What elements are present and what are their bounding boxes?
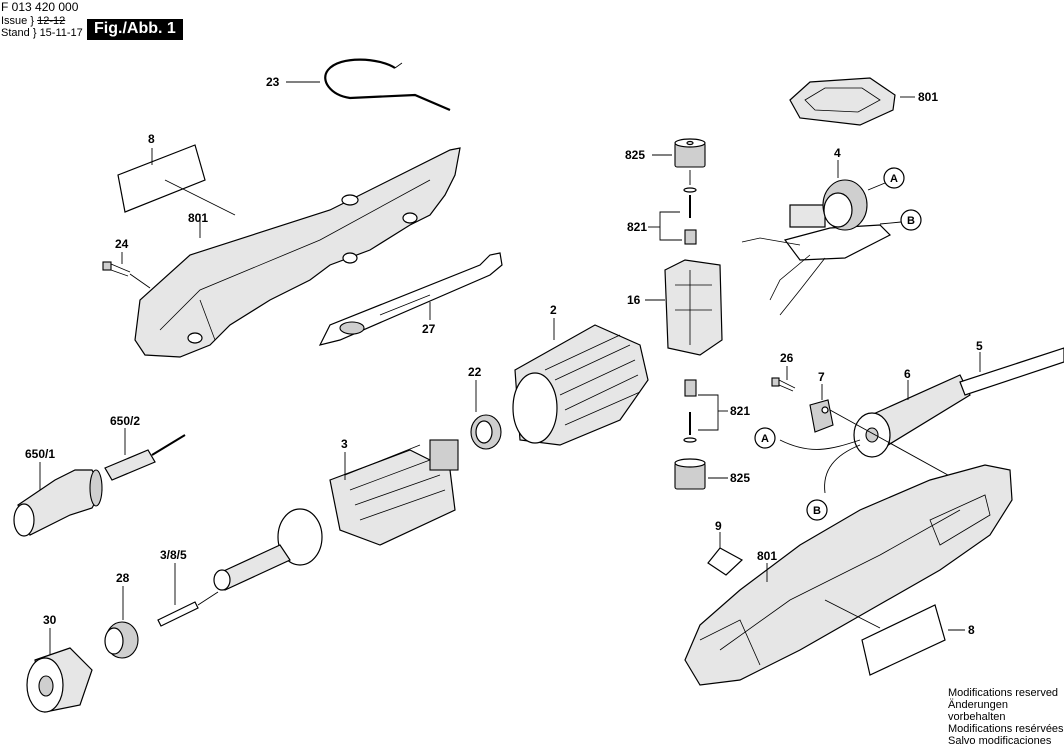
callout-26: 26 xyxy=(780,351,794,365)
note-es: Salvo modificaciones xyxy=(948,735,1052,747)
connector-b-switch xyxy=(900,209,922,231)
connector-a-switch xyxy=(883,167,905,189)
part-2-stator xyxy=(512,324,649,446)
callout-3-8-5: 3/8/5 xyxy=(160,548,187,562)
connector-a-switch-label: A xyxy=(890,173,898,185)
bracket-821-top xyxy=(659,211,682,241)
callout-801-cap: 801 xyxy=(918,90,938,104)
callout-8-right: 8 xyxy=(968,623,975,637)
callout-2: 2 xyxy=(550,303,557,317)
callout-650-1: 650/1 xyxy=(25,447,55,461)
stand-label: Stand xyxy=(1,27,30,39)
part-4-switch-assembly xyxy=(741,179,892,316)
callout-7: 7 xyxy=(818,370,825,384)
part-23-wire-clip xyxy=(324,58,451,112)
stand-value: 15-11-17 xyxy=(39,27,83,39)
callout-5: 5 xyxy=(976,339,983,353)
issue-label: Issue xyxy=(1,15,28,27)
callout-3: 3 xyxy=(341,437,348,451)
callout-30: 30 xyxy=(43,613,57,627)
part-7-cable-clamp xyxy=(809,399,834,433)
bracket-821-bottom xyxy=(698,394,719,431)
callout-801-right: 801 xyxy=(757,549,777,563)
stand-row: Stand } 15-11-17 xyxy=(1,27,83,39)
connector-a-cable xyxy=(754,427,776,449)
modifications-notice: Modifications reserved Änderungen vorbeh… xyxy=(948,687,1064,747)
part-16-brush-holder xyxy=(664,259,723,356)
part-8-label-left xyxy=(117,144,206,213)
callout-28: 28 xyxy=(116,571,130,585)
part-26-screw xyxy=(771,377,796,392)
part-24-screw xyxy=(102,261,131,277)
part-650-2-pin xyxy=(104,434,186,481)
spring-washer xyxy=(683,187,697,193)
part-28-collet-nut xyxy=(104,621,139,659)
brace: } xyxy=(32,27,37,39)
callout-16: 16 xyxy=(627,293,641,307)
callout-4: 4 xyxy=(834,146,841,160)
carbon-brush-top xyxy=(684,229,697,245)
connector-b-cable xyxy=(806,499,828,521)
callout-9: 9 xyxy=(715,519,722,533)
wire-a xyxy=(779,439,861,450)
leader-b-switch xyxy=(879,221,902,225)
part-30-end-cap xyxy=(26,647,93,713)
part-8-label-right xyxy=(861,604,946,676)
spring-washer-bottom xyxy=(683,437,697,443)
part-825-brush-cap-top xyxy=(674,138,706,168)
callout-821-bottom: 821 xyxy=(730,404,750,418)
callout-821-top: 821 xyxy=(627,220,647,234)
part-3-8-5-collet xyxy=(157,601,199,627)
connector-b-switch-label: B xyxy=(907,215,915,227)
document-number: F 013 420 000 xyxy=(1,0,79,14)
figure-label: Fig./Abb. 1 xyxy=(87,19,183,40)
callout-650-2: 650/2 xyxy=(110,414,140,428)
callout-801-left: 801 xyxy=(188,211,208,225)
wire-b xyxy=(824,444,861,494)
callout-27: 27 xyxy=(422,322,436,336)
callout-22: 22 xyxy=(468,365,482,379)
leader-24-2 xyxy=(129,273,151,289)
part-22-bearing xyxy=(470,414,502,450)
leader-8-right-2 xyxy=(824,599,881,629)
carbon-brush-bottom xyxy=(684,379,697,397)
callout-23: 23 xyxy=(266,75,280,89)
part-9-label xyxy=(707,547,744,576)
note-en: Modifications reserved xyxy=(948,687,1059,699)
part-3-armature xyxy=(213,439,459,591)
connector-a-cable-label: A xyxy=(761,433,769,445)
leader-a-switch xyxy=(867,182,886,191)
part-801-housing-left xyxy=(134,147,461,358)
issue-value: 12-12 xyxy=(37,15,66,27)
part-650-1-nozzle xyxy=(13,469,103,537)
callout-825-bottom: 825 xyxy=(730,471,750,485)
issue-row: Issue } 12-12 xyxy=(1,15,65,27)
brace: } xyxy=(30,15,35,27)
note-de: Änderungen vorbehalten xyxy=(948,699,1008,723)
part-825-brush-cap-bottom xyxy=(674,458,706,490)
callout-6: 6 xyxy=(904,367,911,381)
part-801-cap xyxy=(789,77,896,126)
callout-825-top: 825 xyxy=(625,148,645,162)
collet-axis xyxy=(197,591,219,606)
connector-b-cable-label: B xyxy=(813,505,821,517)
part-801-housing-right xyxy=(684,464,1013,686)
callout-8-left: 8 xyxy=(148,132,155,146)
part-27-slider xyxy=(318,252,503,346)
note-fr: Modifications resérvées xyxy=(948,723,1064,735)
part-5-power-cable xyxy=(959,347,1064,396)
part-6-cable-sleeve xyxy=(853,374,971,458)
callout-24: 24 xyxy=(115,237,129,251)
leader-8-left-2 xyxy=(164,179,236,216)
